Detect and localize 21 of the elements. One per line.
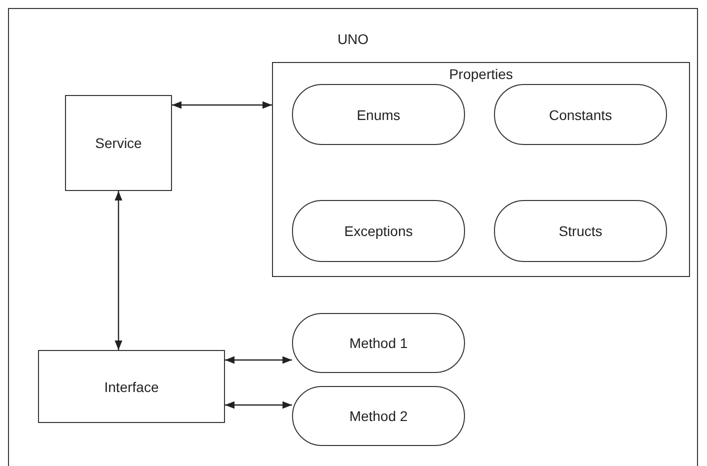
node-label: UNO — [337, 31, 369, 47]
node-label: Interface — [104, 378, 159, 394]
node-label: Exceptions — [344, 223, 413, 239]
rounded-box — [494, 200, 667, 262]
node-label: Properties — [449, 66, 513, 82]
arrow — [225, 401, 292, 409]
diagram-frame — [8, 8, 698, 466]
rounded-box — [292, 313, 465, 373]
process-box — [65, 95, 172, 191]
group-box — [272, 62, 690, 277]
arrow — [114, 191, 122, 350]
process-box — [38, 350, 225, 423]
node-label: Enums — [356, 106, 400, 122]
node-label: Structs — [558, 223, 602, 239]
node-label: Service — [95, 135, 142, 151]
node-label: Constants — [548, 106, 612, 122]
arrow — [225, 356, 292, 364]
node-label: Method 2 — [349, 408, 408, 424]
node-label: Method 1 — [349, 335, 408, 351]
rounded-box — [292, 200, 465, 262]
arrow — [172, 101, 272, 109]
